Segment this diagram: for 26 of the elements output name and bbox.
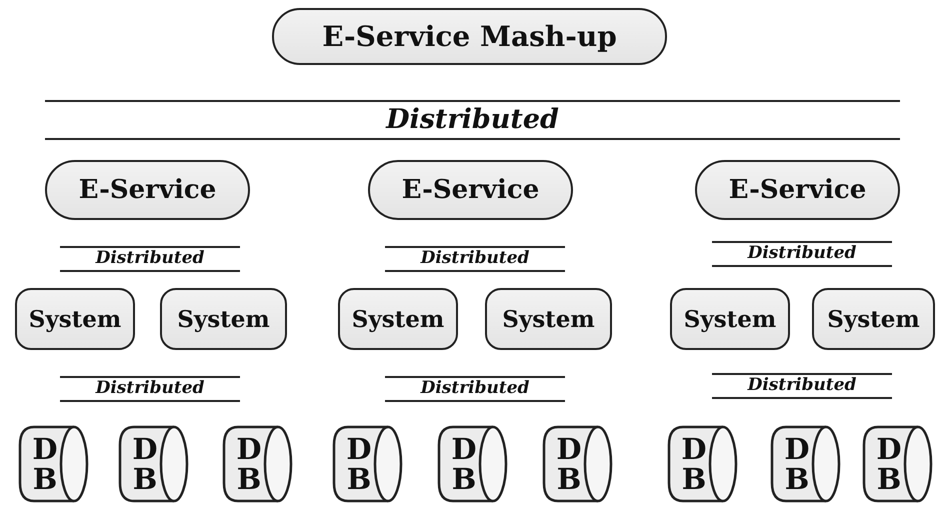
database-cylinder: D B — [862, 425, 934, 503]
database-cylinder: D B — [770, 425, 842, 503]
layer-label: Distributed — [385, 376, 565, 402]
system-box: System — [15, 288, 135, 350]
database-cylinder: D B — [667, 425, 739, 503]
database-cylinder: D B — [437, 425, 509, 503]
layer-label: Distributed — [60, 246, 240, 272]
service-box: E-Service — [368, 160, 573, 220]
layer-label: Distributed — [60, 376, 240, 402]
layer-label: Distributed — [45, 100, 900, 140]
system-box: System — [485, 288, 612, 350]
layer-label: Distributed — [712, 241, 892, 267]
database-cylinder: D B — [18, 425, 90, 503]
system-box: System — [670, 288, 790, 350]
service-box: E-Service — [45, 160, 250, 220]
service-box: E-Service — [695, 160, 900, 220]
database-cylinder: D B — [332, 425, 404, 503]
layer-label: Distributed — [385, 246, 565, 272]
system-box: System — [338, 288, 458, 350]
mashup-box: E-Service Mash-up — [272, 8, 667, 65]
database-cylinder: D B — [222, 425, 294, 503]
system-box: System — [160, 288, 287, 350]
database-cylinder: D B — [118, 425, 190, 503]
system-box: System — [812, 288, 935, 350]
database-cylinder: D B — [542, 425, 614, 503]
layer-label: Distributed — [712, 373, 892, 399]
